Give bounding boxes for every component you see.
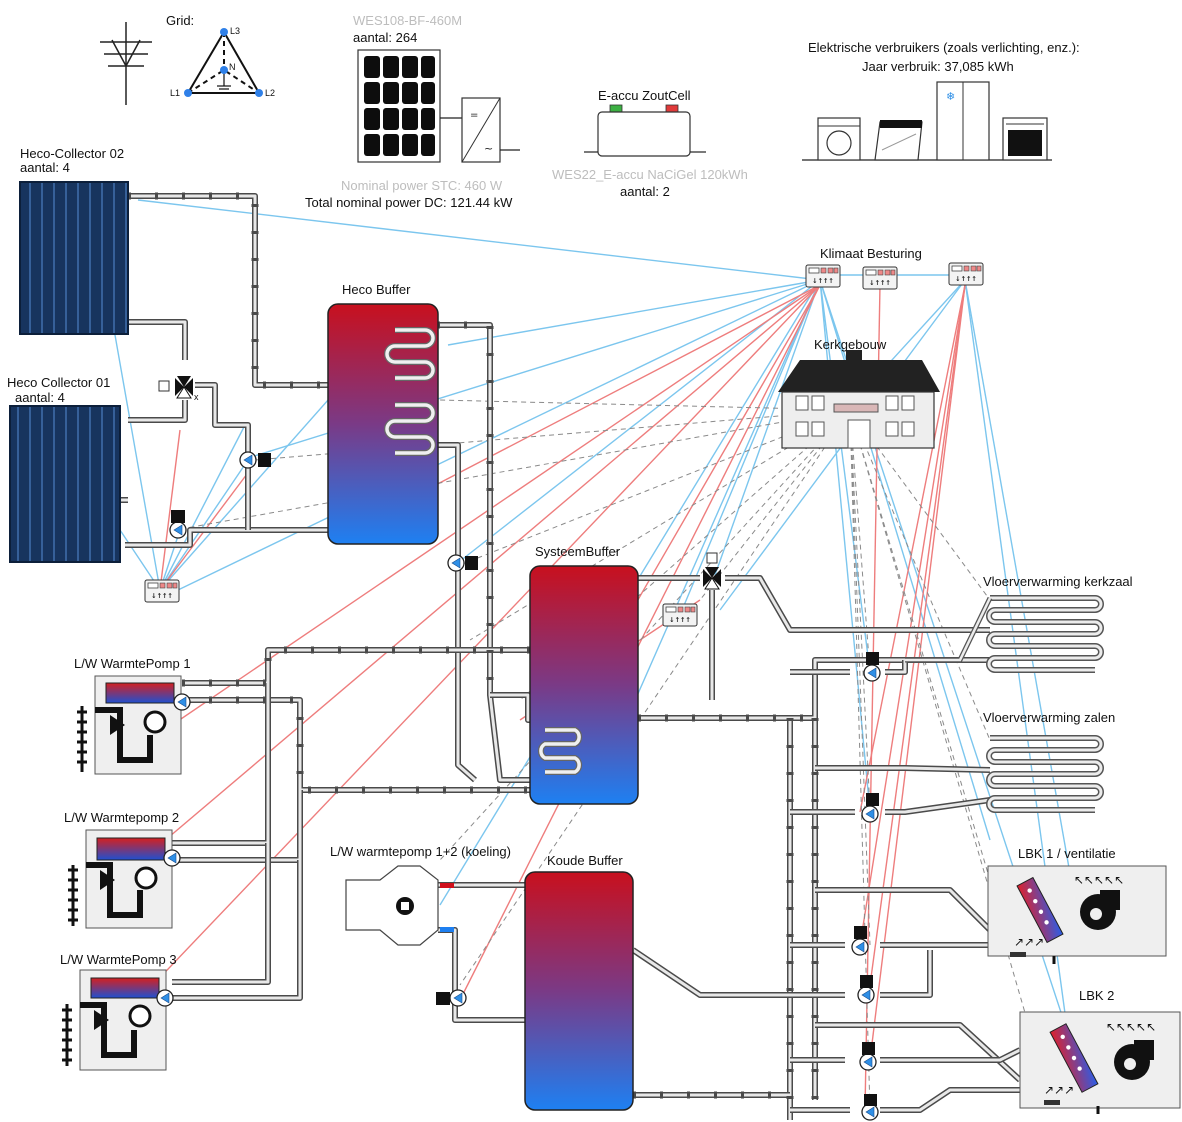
ahu-1-label: LBK 1 / ventilatie (1018, 846, 1116, 861)
phase-l1-label: L1 (170, 88, 180, 98)
consumers-annual-usage: Jaar verbruik: 37,085 kWh (862, 59, 1014, 74)
cooling-heatpump[interactable]: L/W warmtepomp 1+2 (koeling) (330, 844, 511, 946)
three-phase-icon (184, 28, 263, 97)
heatpump-1[interactable]: L/W WarmtePomp 1 (74, 656, 191, 775)
collector-01-count: aantal: 4 (15, 390, 65, 405)
svg-text:~: ~ (484, 142, 493, 155)
heco-buffer-coil (384, 327, 436, 456)
church-building[interactable]: Kerkgebouw (778, 337, 940, 449)
ahu-1-pump-b[interactable] (857, 975, 875, 1004)
neutral-label: N (229, 62, 236, 72)
buffer-transfer-pump[interactable] (447, 554, 478, 572)
phase-l2-label: L2 (265, 88, 275, 98)
climate-control[interactable]: Klimaat Besturing (805, 246, 984, 290)
collector-pump-2[interactable] (169, 510, 187, 539)
collector-02-panel (19, 181, 129, 335)
pv-total-power: Total nominal power DC: 121.44 kW (305, 195, 513, 210)
svg-text:=: = (470, 110, 478, 121)
pv-nominal-power: Nominal power STC: 460 W (341, 178, 503, 193)
refrigerator-icon: ❄ (936, 81, 990, 161)
electrical-consumers[interactable]: Elektrische verbruikers (zoals verlichti… (802, 40, 1080, 161)
svg-text:↗↗↗: ↗↗↗ (1014, 935, 1044, 949)
heatpump-2[interactable]: L/W Warmtepomp 2 (64, 810, 181, 929)
solar-collector-01[interactable]: Heco Collector 01 aantal: 4 (7, 375, 121, 563)
svg-text:❄: ❄ (946, 90, 955, 103)
heco-buffer[interactable]: Heco Buffer (327, 282, 439, 545)
ahu-2[interactable]: LBK 2 ↖↖↖↖↖ ↗↗↗ (1019, 988, 1181, 1114)
battery-model: WES22_E-accu NaCiGel 120kWh (552, 167, 748, 182)
cold-buffer-label: Koude Buffer (547, 853, 623, 868)
floor-heating-kerkzaal-label: Vloerverwarming kerkzaal (983, 574, 1133, 589)
cooling-heatpump-label: L/W warmtepomp 1+2 (koeling) (330, 844, 511, 859)
grid-label: Grid: (166, 13, 194, 28)
solar-panel-icon (357, 49, 441, 163)
dishwasher-icon (874, 120, 923, 161)
collector-valve[interactable]: x (158, 375, 199, 402)
ahu-1[interactable]: LBK 1 / ventilatie ↖↖↖↖↖ ↗↗↗ (987, 846, 1167, 964)
cold-buffer[interactable]: Koude Buffer (524, 853, 634, 1111)
cold-buffer-tank (524, 871, 634, 1111)
floor-heating-zalen-pump[interactable] (861, 793, 879, 823)
climate-control-label: Klimaat Besturing (820, 246, 922, 261)
collector-01-panel (9, 405, 121, 563)
grid-connection: Grid: L3 N L1 L2 (100, 13, 275, 105)
cooling-pump[interactable] (436, 989, 467, 1007)
ahu-2-pump-b[interactable] (861, 1094, 879, 1121)
floor-heating-zalen[interactable]: Vloerverwarming zalen (983, 710, 1115, 810)
pv-installation[interactable]: WES108-BF-460M aantal: 264 = ~ Nominal (305, 13, 520, 210)
battery-name: E-accu ZoutCell (598, 88, 691, 103)
floor-heating-zalen-label: Vloerverwarming zalen (983, 710, 1115, 725)
ahu-2-pump-a[interactable] (859, 1042, 877, 1071)
ahu-2-label: LBK 2 (1079, 988, 1114, 1003)
floor-heating-kerkzaal[interactable]: Vloerverwarming kerkzaal (905, 574, 1133, 670)
system-buffer[interactable]: SysteemBuffer (529, 544, 639, 805)
washing-machine-icon (817, 117, 861, 161)
heco-buffer-label: Heco Buffer (342, 282, 411, 297)
svg-text:x: x (194, 392, 199, 402)
svg-text:↗↗↗: ↗↗↗ (1044, 1083, 1074, 1097)
collector-01-name: Heco Collector 01 (7, 375, 110, 390)
system-buffer-tank (529, 565, 639, 805)
phase-l3-label: L3 (230, 26, 240, 36)
collector-controller[interactable] (144, 579, 180, 603)
battery-icon (584, 104, 706, 157)
system-controller[interactable] (662, 603, 698, 627)
inverter-icon: = ~ (440, 97, 520, 163)
building-label: Kerkgebouw (814, 337, 887, 352)
collector-02-count: aantal: 4 (20, 160, 70, 175)
pv-model: WES108-BF-460M (353, 13, 462, 28)
system-mixing-valve[interactable] (702, 552, 722, 590)
ahu-1-pump-a[interactable] (851, 926, 869, 956)
svg-text:↖↖↖↖↖: ↖↖↖↖↖ (1074, 873, 1124, 887)
heatpump-3[interactable]: L/W WarmtePomp 3 (60, 952, 177, 1071)
heatpump-3-label: L/W WarmtePomp 3 (60, 952, 177, 967)
battery-count: aantal: 2 (620, 184, 670, 199)
pylon-icon (100, 22, 152, 105)
system-buffer-label: SysteemBuffer (535, 544, 621, 559)
hydraulic-pipes (115, 192, 1023, 1120)
battery-storage[interactable]: E-accu ZoutCell WES22_E-accu NaCiGel 120… (552, 88, 748, 199)
heatpump-2-label: L/W Warmtepomp 2 (64, 810, 179, 825)
svg-text:↖↖↖↖↖: ↖↖↖↖↖ (1106, 1020, 1156, 1034)
solar-collector-02[interactable]: Heco-Collector 02 aantal: 4 (19, 146, 129, 335)
heatpump-1-label: L/W WarmtePomp 1 (74, 656, 191, 671)
collector-pump[interactable] (239, 451, 271, 469)
floor-heating-kerkzaal-pump[interactable] (863, 652, 881, 682)
oven-icon (1002, 117, 1048, 161)
collector-02-name: Heco-Collector 02 (20, 146, 124, 161)
pv-count: aantal: 264 (353, 30, 417, 45)
consumers-title: Elektrische verbruikers (zoals verlichti… (808, 40, 1080, 55)
